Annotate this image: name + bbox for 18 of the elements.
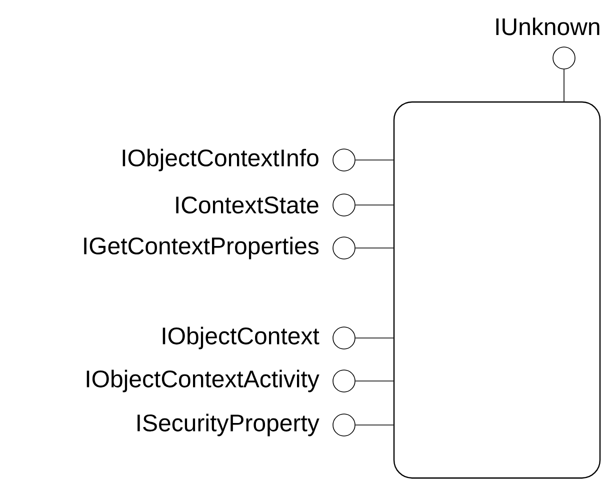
interface-circle [332,326,356,350]
interface-label: IObjectContext [162,326,320,350]
interface-circle [332,414,356,436]
interface-label: IObjectContextInfo [122,148,318,172]
connector-line [355,424,394,426]
interface-circle [332,194,356,216]
connector-line [355,204,394,206]
connector-line [355,380,394,382]
interface-label: IUnknown [496,18,600,36]
interface-circle [552,46,576,70]
interface-label: IObjectContextActivity [86,370,320,392]
interface-label: IContextState [176,196,318,214]
interface-circle [332,236,356,260]
interface-circle [332,148,356,172]
interface-circle [332,370,356,392]
interface-label: IGetContextProperties [84,236,319,260]
interface-label: ISecurityProperty [138,414,320,436]
component-box [393,101,601,479]
